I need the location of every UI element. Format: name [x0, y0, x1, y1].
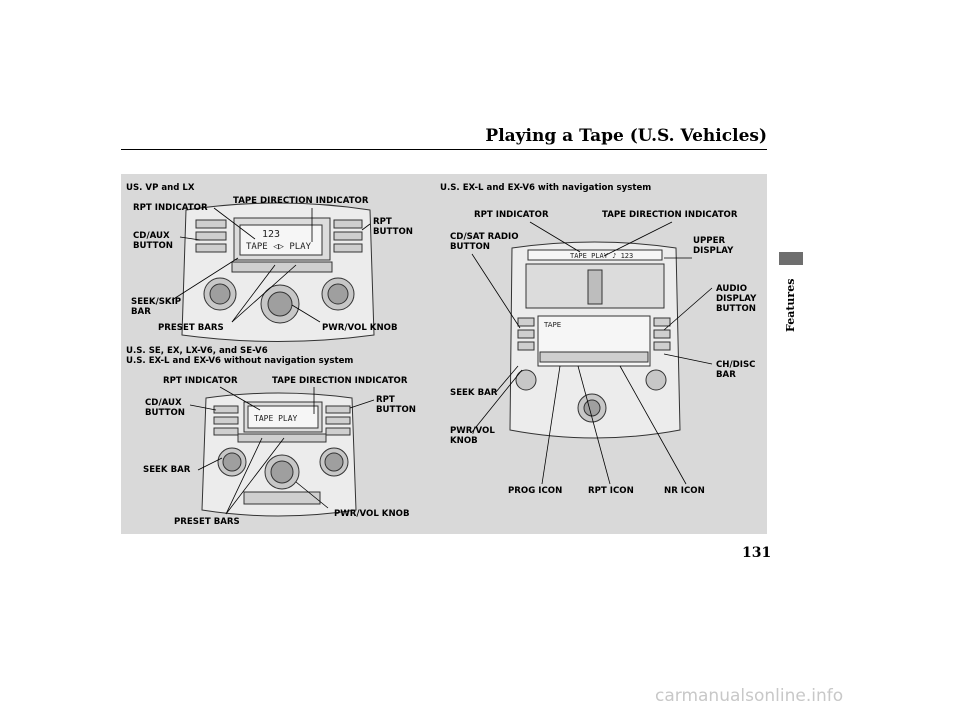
label-rpt-indicator-2: RPT INDICATOR	[163, 376, 238, 386]
label-tape-direction-1: TAPE DIRECTION INDICATOR	[233, 196, 369, 206]
label-rpt-button-2: RPT BUTTON	[376, 395, 416, 415]
label-cd-sat-radio-button: CD/SAT RADIO BUTTON	[450, 232, 519, 252]
label-preset-bars-1: PRESET BARS	[158, 323, 224, 333]
label-seek-bar-3: SEEK BAR	[450, 388, 498, 398]
label-audio-display-button: AUDIO DISPLAY BUTTON	[716, 284, 757, 314]
leader-lines-3	[471, 221, 713, 485]
label-prog-icon: PROG ICON	[508, 486, 563, 496]
label-tape-direction-3: TAPE DIRECTION INDICATOR	[602, 210, 738, 220]
label-rpt-button-1: RPT BUTTON	[373, 217, 413, 237]
page-title: Playing a Tape (U.S. Vehicles)	[485, 126, 767, 146]
radio-unit-se-ex	[201, 392, 357, 517]
label-cd-aux-button-2: CD/AUX BUTTON	[145, 398, 185, 418]
screen-label: TAPE	[543, 321, 561, 329]
display-line1: 123	[262, 229, 280, 240]
label-pwr-vol-knob-1: PWR/VOL KNOB	[322, 323, 398, 333]
leader-lines-1	[171, 207, 371, 323]
label-upper-display: UPPER DISPLAY	[693, 236, 734, 256]
title-rule	[121, 149, 767, 150]
label-seek-bar-2: SEEK BAR	[143, 465, 191, 475]
caption-se-ex: U.S. SE, EX, LX-V6, and SE-V6 U.S. EX-L …	[126, 346, 354, 366]
radio-unit-vp-lx	[181, 202, 375, 342]
leader-lines-2	[189, 386, 375, 515]
label-tape-direction-2: TAPE DIRECTION INDICATOR	[272, 376, 408, 386]
label-ch-disc-bar: CH/DISC BAR	[716, 360, 756, 380]
page-number: 131	[742, 545, 772, 561]
upper-display-text: TAPE PLAY ♪ 123	[570, 252, 633, 260]
watermark: carmanualsonline.info	[655, 686, 844, 706]
label-pwr-vol-knob-2: PWR/VOL KNOB	[334, 509, 410, 519]
label-rpt-indicator-1: RPT INDICATOR	[133, 203, 208, 213]
label-seek-skip-bar: SEEK/SKIP BAR	[131, 297, 182, 317]
label-pwr-vol-knob-3: PWR/VOL KNOB	[450, 426, 495, 446]
radio-unit-navigation	[509, 241, 681, 439]
label-rpt-indicator-3: RPT INDICATOR	[474, 210, 549, 220]
section-tab-marker	[779, 252, 803, 265]
caption-navigation: U.S. EX-L and EX-V6 with navigation syst…	[440, 183, 652, 193]
display-line: TAPE PLAY	[254, 414, 298, 423]
caption-vp-lx: US. VP and LX	[126, 183, 195, 193]
label-preset-bars-2: PRESET BARS	[174, 517, 240, 527]
label-rpt-icon: RPT ICON	[588, 486, 634, 496]
display-line2: TAPE ◁▷ PLAY	[246, 242, 312, 252]
label-nr-icon: NR ICON	[664, 486, 705, 496]
label-cd-aux-button-1: CD/AUX BUTTON	[133, 231, 173, 251]
